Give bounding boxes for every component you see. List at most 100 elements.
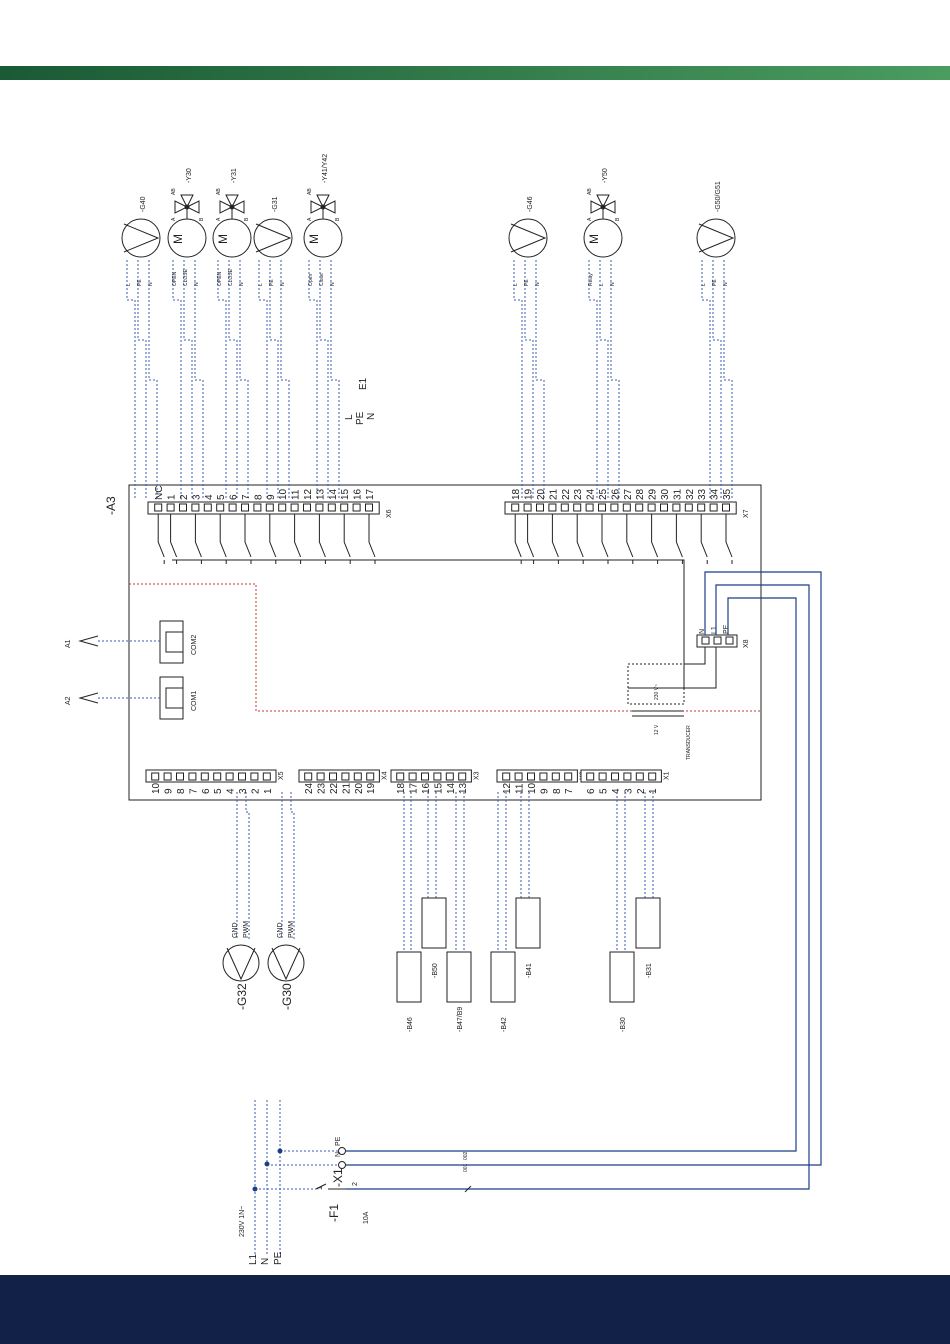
terminal	[635, 503, 644, 512]
sensor-label: -B46	[407, 1017, 414, 1032]
terminal	[188, 772, 197, 781]
valve-port-icon	[225, 194, 239, 209]
sensors: -B46-B50-B47/B9-B42-B41-B30-B31	[396, 792, 661, 1032]
e1-pin-n: N	[366, 413, 377, 420]
pin-label: Relay	[588, 273, 594, 286]
wire	[701, 260, 711, 500]
block-label: X1	[663, 771, 670, 780]
terminal	[278, 503, 287, 512]
valve-port-icon	[601, 200, 616, 214]
terminal	[408, 772, 417, 781]
valve-port-icon	[596, 194, 610, 209]
transformer-secondary: 12 V	[654, 724, 660, 735]
valve-port-icon	[310, 200, 325, 214]
terminal-number: 5	[599, 788, 610, 794]
relay-contact	[601, 514, 609, 564]
terminal	[228, 503, 237, 512]
valve-port-a: A	[216, 217, 222, 221]
valve-port-ab: AB	[216, 188, 222, 195]
terminal	[445, 772, 454, 781]
valve-hub	[320, 204, 326, 210]
wire	[126, 260, 136, 500]
terminal	[176, 772, 184, 781]
terminal	[265, 503, 274, 512]
terminal	[623, 772, 632, 781]
terminal-number: 11	[291, 489, 302, 500]
wire	[524, 260, 534, 500]
relay-contact	[576, 514, 584, 564]
fuse-pin-2: 2	[352, 1182, 359, 1186]
mains-n-line	[346, 571, 822, 1166]
pump-wire	[236, 792, 250, 940]
relay-contact	[626, 514, 634, 564]
wire	[513, 260, 523, 500]
terminal-number: 9	[266, 494, 277, 500]
e1-label: E1	[358, 377, 369, 390]
com-port-1: COM1 A2	[65, 676, 198, 720]
pin-label: N	[330, 282, 336, 286]
valve-port-a: A	[307, 217, 313, 221]
relay-contact	[551, 514, 559, 564]
terminal	[648, 772, 657, 781]
relay-contact	[219, 514, 227, 564]
relay-contact	[318, 514, 326, 564]
terminal	[622, 503, 631, 512]
terminal	[303, 503, 311, 512]
valve-port-ab: AB	[307, 188, 313, 195]
pump-triangle-icon	[226, 947, 256, 981]
component-id: -G50/G51	[715, 181, 722, 212]
wire	[319, 260, 329, 500]
terminal-block-x8: N L1 PE X8	[696, 624, 750, 648]
terminal-number: 20	[536, 488, 547, 500]
terminal-number: 29	[648, 488, 659, 500]
valve-hub	[184, 204, 190, 210]
terminal-number: 15	[340, 488, 351, 500]
terminal-number: 13	[315, 488, 326, 500]
sensor-body	[421, 897, 447, 949]
pe-junction	[277, 1148, 283, 1154]
terminal	[433, 772, 442, 781]
supply-section: L1 N PE 230V 1N~ -F1 10A -X1 N PE 1 2 00…	[239, 1100, 472, 1265]
terminal-number: 17	[409, 782, 420, 794]
terminal	[151, 772, 160, 781]
wire	[280, 260, 290, 500]
x8-term-n	[701, 636, 710, 645]
board-label: -A3	[104, 496, 118, 515]
terminal	[672, 503, 681, 512]
a2-label: A2	[65, 696, 72, 705]
terminal-number: 8	[253, 494, 264, 500]
terminal-number: 25	[598, 488, 609, 500]
wire	[269, 260, 279, 500]
pin-label: L	[701, 283, 707, 286]
x1-n-terminal	[338, 1161, 346, 1169]
terminal-number: 1	[648, 788, 659, 794]
pin-label: N	[610, 282, 616, 286]
terminal	[163, 772, 172, 781]
wire	[239, 260, 249, 500]
terminal-number: 10	[151, 782, 162, 794]
sensor-label: -B31	[646, 963, 653, 978]
terminal-number: 6	[201, 788, 212, 794]
terminal-number: 9	[164, 788, 175, 794]
terminal-number: 18	[511, 488, 522, 500]
internal-bus	[172, 559, 685, 689]
terminal	[241, 503, 249, 512]
n-junction	[264, 1161, 270, 1167]
terminal	[551, 772, 560, 781]
component-id: -Y30	[186, 168, 193, 183]
component-id: -Y50	[602, 168, 609, 183]
e1-pin-pe: PE	[355, 411, 366, 425]
terminal-number: 26	[610, 488, 621, 500]
valve-port-icon	[321, 200, 336, 214]
terminal	[166, 503, 175, 512]
terminal-number: 7	[241, 494, 252, 500]
